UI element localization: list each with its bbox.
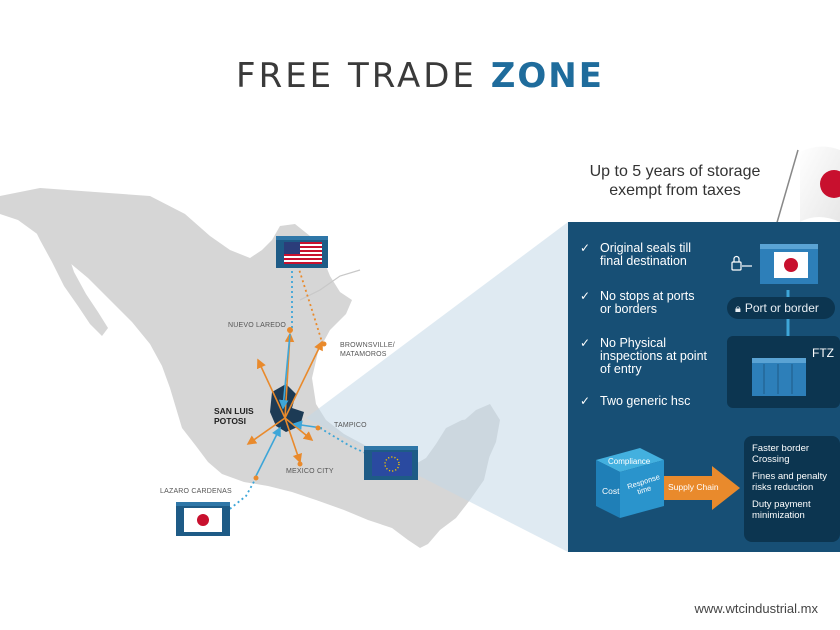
check-icon: ✓ xyxy=(580,289,591,303)
checklist-item: ✓ No Physical inspections at point of en… xyxy=(578,337,707,376)
ftz-label: FTZ xyxy=(812,346,834,360)
storage-note-line2: exempt from taxes xyxy=(609,182,741,199)
lock-icon: 🔒︎ xyxy=(735,303,741,315)
container-ftz xyxy=(752,358,806,396)
checklist-text: or borders xyxy=(600,302,657,316)
cube-cost-label: Cost xyxy=(602,486,620,496)
footer-url[interactable]: www.wtcindustrial.mx xyxy=(694,601,818,616)
benefits-box xyxy=(744,436,840,542)
benefits-list: Faster border Crossing Fines and penalty… xyxy=(752,443,838,528)
city-dots xyxy=(253,327,327,481)
checklist-text: Original seals till xyxy=(600,241,692,255)
title-part-1: FREE TRADE xyxy=(236,56,477,96)
check-icon: ✓ xyxy=(580,394,591,408)
storage-note: Up to 5 years of storage exempt from tax… xyxy=(560,162,790,200)
supply-chain-label: Supply Chain xyxy=(668,482,719,492)
benefit-item: Duty payment minimization xyxy=(752,499,811,521)
label-brownsville-2: MATAMOROS xyxy=(340,351,387,358)
port-border-badge: 🔒︎Port or border xyxy=(727,297,835,319)
zoom-wedge xyxy=(306,222,568,552)
japan-flag xyxy=(775,146,840,227)
checklist-text: final destination xyxy=(600,254,687,268)
label-san-luis-2: POTOSI xyxy=(214,416,246,426)
checklist-text: of entry xyxy=(600,362,642,376)
cube-icon xyxy=(596,448,664,518)
checklist-text: No stops at ports xyxy=(600,289,695,303)
checklist-item: ✓ Two generic hsc xyxy=(578,395,690,408)
container-panel-top xyxy=(760,244,818,284)
lock-icon xyxy=(731,255,752,271)
label-tampico: TAMPICO xyxy=(334,422,367,429)
label-lazaro-cardenas: LAZARO CARDENAS xyxy=(160,488,232,495)
label-brownsville-1: BROWNSVILLE/ xyxy=(340,342,395,349)
benefit-item: Faster border Crossing xyxy=(752,443,810,465)
container-eu xyxy=(364,446,418,480)
label-san-luis-1: SAN LUIS xyxy=(214,406,254,416)
checklist-item: ✓ Original seals till final destination xyxy=(578,242,691,268)
check-icon: ✓ xyxy=(580,336,591,350)
container-usa xyxy=(276,236,328,268)
checklist-text: inspections at point xyxy=(600,349,708,363)
label-mexico-city: MEXICO CITY xyxy=(286,468,334,475)
checklist-item: ✓ No stops at ports or borders xyxy=(578,290,695,316)
cube-compliance-label: Compliance xyxy=(608,457,651,466)
port-border-label: Port or border xyxy=(744,301,819,315)
label-nuevo-laredo: NUEVO LAREDO xyxy=(228,322,287,329)
checklist-text: Two generic hsc xyxy=(600,394,691,408)
checklist-text: No Physical xyxy=(600,336,666,350)
container-japan xyxy=(176,502,230,536)
supply-chain-arrow xyxy=(664,466,740,510)
storage-note-line1: Up to 5 years of storage xyxy=(589,163,761,180)
title-part-2: ZONE xyxy=(490,56,604,96)
benefit-item: Fines and penalty risks reduction xyxy=(752,471,827,493)
page-title: FREE TRADE ZONE xyxy=(0,56,840,96)
check-icon: ✓ xyxy=(580,241,591,255)
